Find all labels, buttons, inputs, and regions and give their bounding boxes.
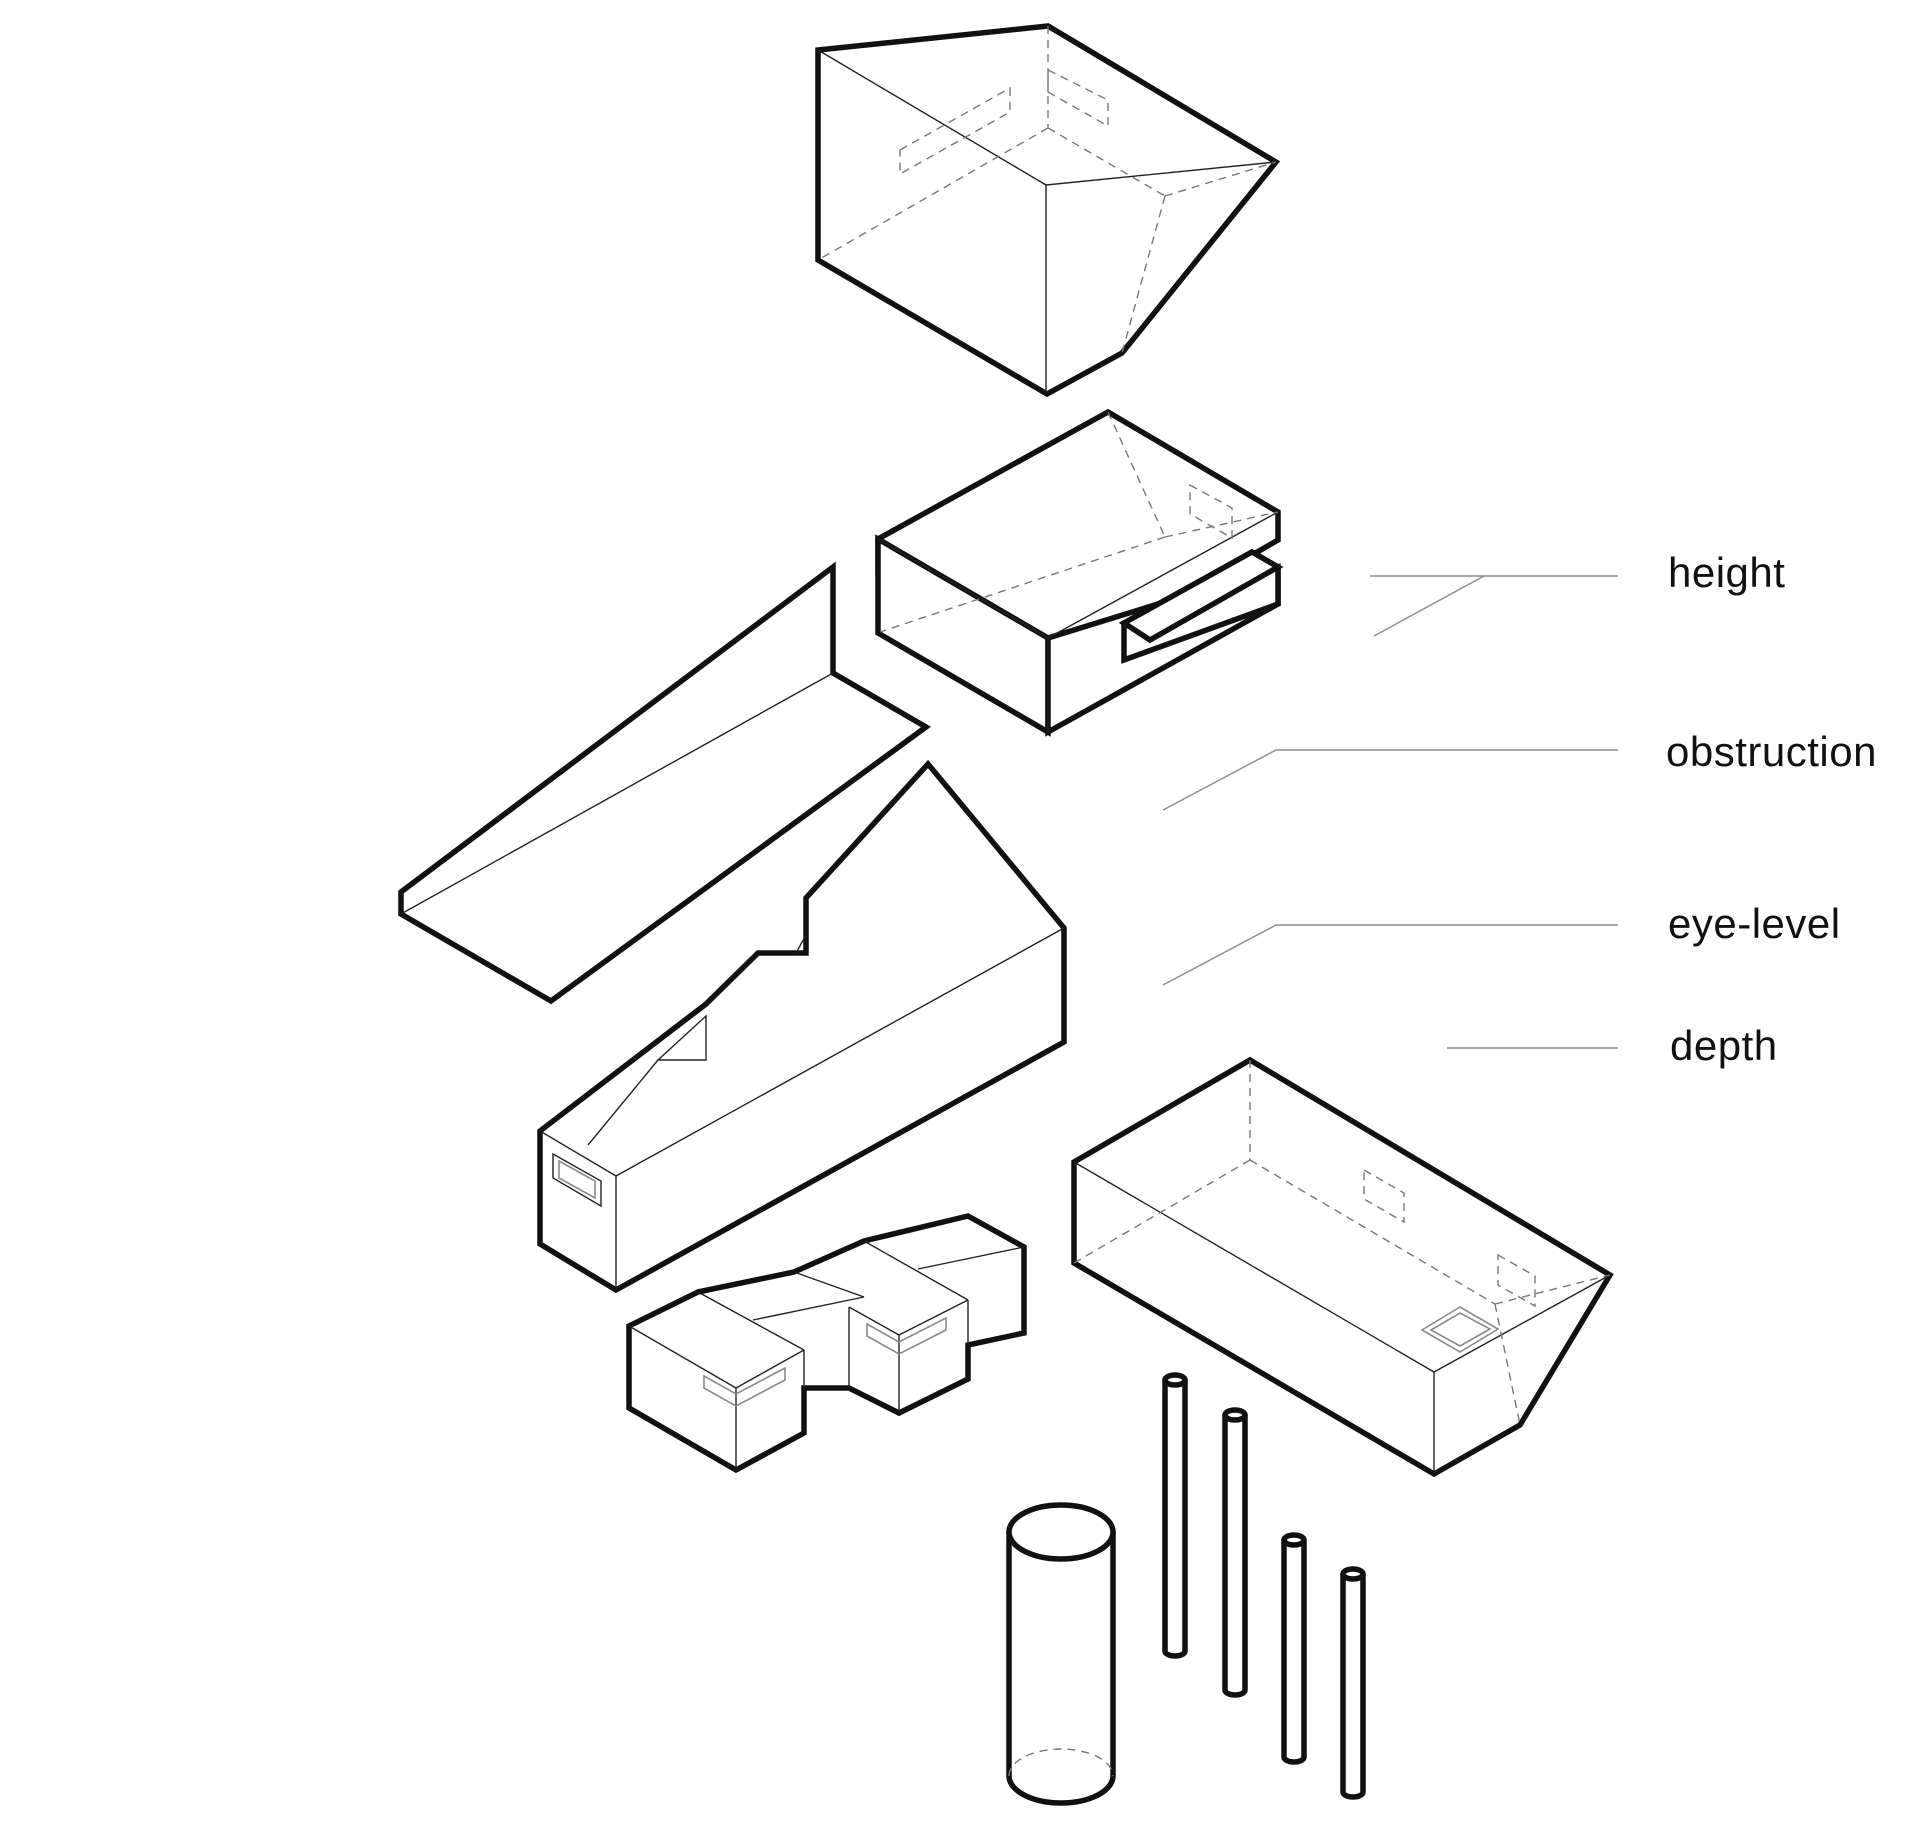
leader-lines <box>1162 575 1618 1049</box>
post-3 <box>1281 1532 1307 1765</box>
stepped-block-cluster <box>626 1213 1027 1474</box>
post-2 <box>1222 1407 1248 1698</box>
label-eye-level: eye-level <box>1668 900 1841 947</box>
label-depth: depth <box>1670 1022 1778 1069</box>
wedge-ramp-volume <box>398 561 932 1005</box>
eye-level-leader <box>1162 924 1618 986</box>
post-1 <box>1162 1372 1188 1659</box>
large-cylinder <box>1006 1502 1116 1806</box>
low-sloped-box-volume <box>1071 1056 1614 1478</box>
slotted-box-volume <box>875 408 1284 737</box>
label-height: height <box>1668 549 1785 596</box>
long-gabled-box-volume <box>537 759 1067 1294</box>
height-leader-branch <box>1373 575 1485 637</box>
post-4 <box>1340 1566 1366 1800</box>
label-obstruction: obstruction <box>1666 728 1877 775</box>
sloped-box-volume <box>815 23 1281 398</box>
obstruction-leader <box>1162 749 1618 811</box>
